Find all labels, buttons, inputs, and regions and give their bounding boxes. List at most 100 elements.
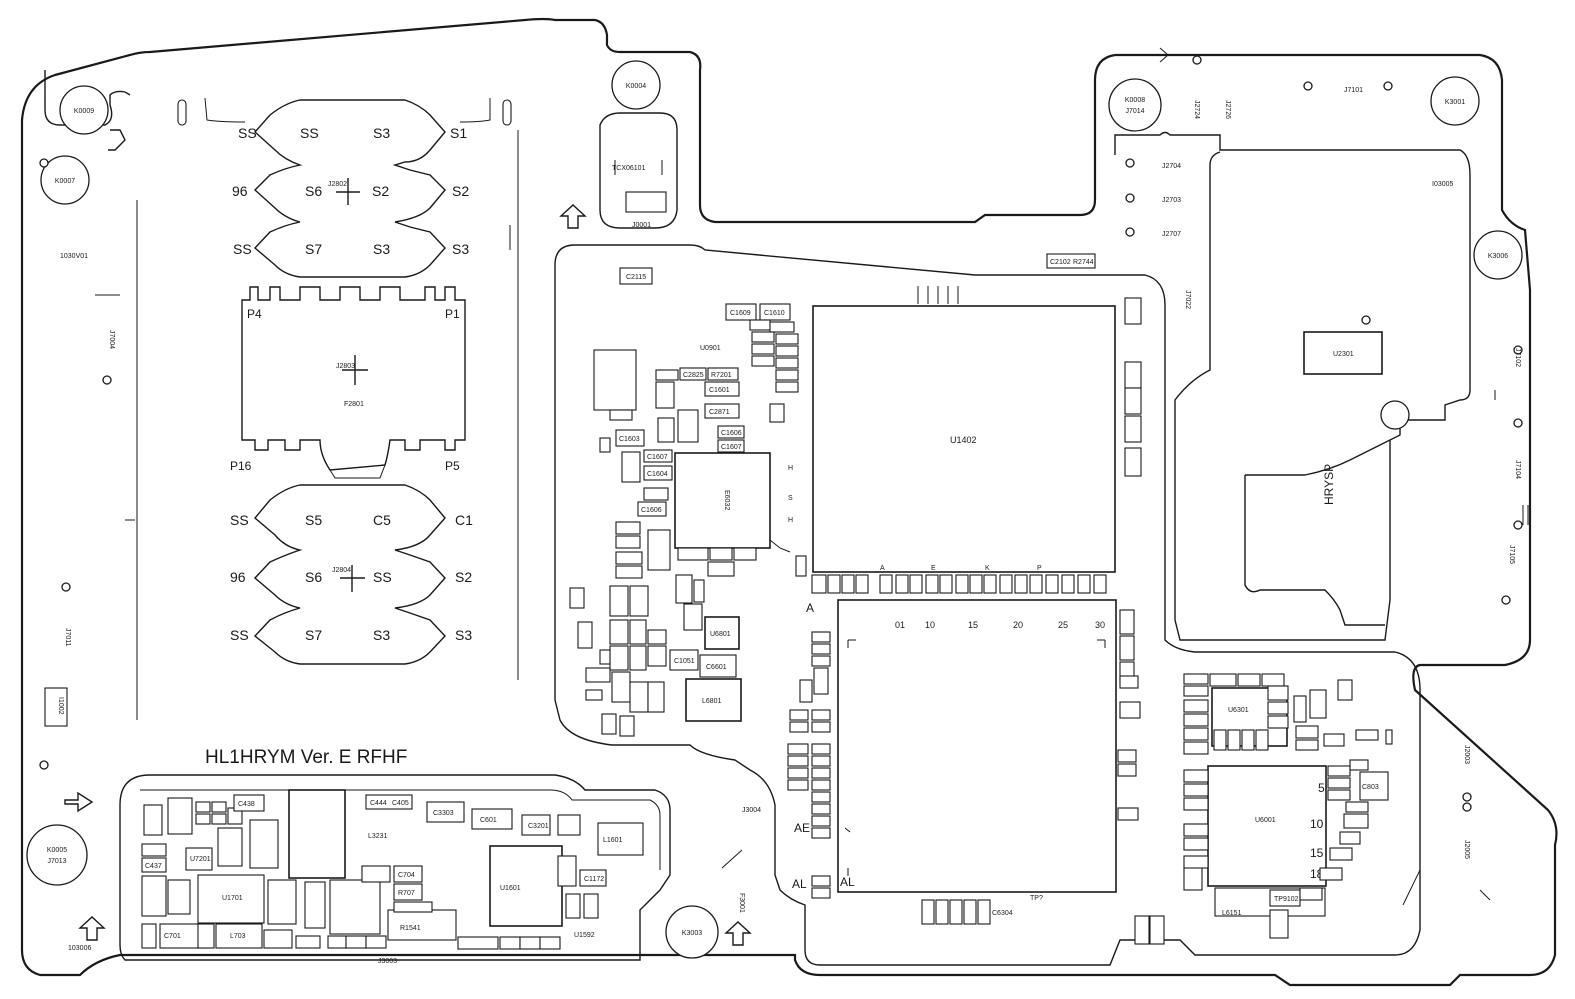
label-u0901: U0901: [700, 345, 721, 352]
svg-text:30: 30: [1095, 620, 1105, 630]
mount-hole-k0009: K0009: [59, 85, 109, 135]
svg-text:P: P: [1037, 565, 1042, 572]
svg-text:TP9102: TP9102: [1274, 896, 1299, 903]
svg-text:A: A: [880, 565, 885, 572]
part-c2115: [619, 267, 653, 285]
bottom-inner: [140, 789, 661, 870]
label-j2724: J2724: [1193, 100, 1200, 119]
svg-text:10: 10: [1310, 817, 1324, 831]
label-l3231: L3231: [368, 833, 388, 840]
svg-text:S5: S5: [305, 512, 322, 528]
svg-text:U6801: U6801: [710, 631, 731, 638]
svg-text:U2301: U2301: [1333, 351, 1354, 358]
via: [1513, 520, 1523, 530]
label-f3001: F3001: [738, 893, 745, 913]
sim-connector-middle: P4 P1 P16 P5 J2803 F2801: [230, 286, 466, 479]
ic-u1601: [489, 845, 563, 927]
label-1030v01: 1030V01: [60, 253, 88, 260]
svg-text:SS: SS: [233, 241, 252, 257]
svg-text:P4: P4: [247, 307, 262, 321]
bottom-shield: [119, 774, 671, 961]
arrow-right-icon: [1152, 47, 1169, 63]
label-j7022: J7022: [1184, 290, 1191, 309]
arrow-right-icon: [64, 791, 94, 813]
part-c8103: [1299, 887, 1323, 901]
svg-text:C1172: C1172: [584, 876, 604, 883]
ic-l6801: [685, 678, 742, 722]
svg-text:J7014: J7014: [1125, 108, 1144, 115]
svg-text:SS: SS: [373, 569, 392, 585]
via: [1303, 81, 1313, 91]
rail-tick: [1479, 889, 1491, 901]
label-j7104: J7104: [1514, 460, 1521, 479]
ic-e6032: [674, 452, 771, 549]
via: [1513, 345, 1523, 355]
u1402-top-pins: [917, 286, 959, 304]
via: [1125, 158, 1135, 168]
svg-text:J2802: J2802: [328, 181, 347, 188]
svg-text:S2: S2: [372, 183, 389, 199]
svg-text:S7: S7: [305, 627, 322, 643]
svg-text:K0007: K0007: [55, 178, 75, 185]
svg-text:C701: C701: [164, 933, 181, 940]
svg-text:01: 01: [895, 620, 905, 630]
svg-text:S7: S7: [305, 241, 322, 257]
part-c1051: [669, 649, 699, 671]
mount-hole-k3001: K3001: [1430, 76, 1480, 126]
svg-text:C2825: C2825: [683, 372, 704, 379]
svg-text:R7201: R7201: [711, 372, 732, 379]
part-c6020b: [1183, 865, 1203, 891]
svg-text:5: 5: [1318, 781, 1325, 795]
ic-u6801: [704, 616, 740, 650]
svg-text:15: 15: [968, 620, 978, 630]
part-c1601: [521, 814, 551, 836]
svg-text:S3: S3: [373, 125, 390, 141]
via: [1501, 595, 1511, 605]
part-p2101: [593, 349, 637, 411]
part-l1601: [597, 822, 644, 856]
part: [1124, 415, 1142, 443]
via: [1361, 315, 1371, 325]
part-r1541: [387, 909, 457, 941]
memory-bottom-parts: C6304 TP?: [921, 895, 1043, 925]
svg-text:SS: SS: [230, 512, 249, 528]
label-j7004: J7004: [108, 330, 115, 349]
shield-hole: [1380, 400, 1410, 430]
sim-connector-top: SS SS S3 S1 96 S6 S2 S2 SS S7 S3 S3 J280…: [177, 97, 512, 278]
label-c2115: C2115: [626, 274, 646, 281]
svg-text:20: 20: [1013, 620, 1023, 630]
part-c1610: [759, 303, 791, 321]
svg-text:C6601: C6601: [706, 664, 727, 671]
part-small: [609, 409, 633, 421]
svg-text:C438: C438: [238, 801, 255, 808]
svg-text:AE: AE: [794, 821, 810, 835]
part: [1124, 387, 1142, 415]
svg-text:TCX06101: TCX06101: [612, 165, 646, 172]
part-c1607: [557, 814, 581, 836]
svg-text:C1604: C1604: [647, 471, 668, 478]
u1402-bottom-row: A E K P: [811, 565, 1107, 594]
pin-label: H: [788, 465, 793, 472]
memory-bga-markers: 01 10 15 20 25 30 A AE AL AL: [792, 601, 1106, 891]
label-103006: 103006: [68, 945, 91, 952]
side-label-hrysp: HRYSP: [1322, 464, 1336, 505]
svg-text:C601: C601: [480, 817, 497, 824]
caps-left-center: [569, 585, 667, 737]
svg-text:SS: SS: [230, 627, 249, 643]
svg-text:L6801: L6801: [702, 698, 722, 705]
svg-text:C1607: C1607: [647, 454, 668, 461]
mount-hole-k0008: K0008 J7014: [1108, 78, 1162, 132]
board-title: HL1HRYM Ver. E RFHF: [205, 747, 407, 768]
svg-text:S2: S2: [455, 569, 472, 585]
part: [1124, 361, 1142, 389]
svg-text:E: E: [931, 565, 936, 572]
via: [1192, 55, 1202, 65]
bottom-left-parts: C438 C437 U7201 U1701 C701 L703 C704 R70…: [141, 794, 561, 950]
svg-text:10: 10: [925, 620, 935, 630]
label-j2003: J2003: [1463, 745, 1470, 764]
part: [583, 893, 599, 919]
via: [1513, 418, 1523, 428]
center-shield: [554, 244, 1421, 966]
pin-label: S: [788, 495, 793, 502]
svg-text:96: 96: [230, 569, 246, 585]
